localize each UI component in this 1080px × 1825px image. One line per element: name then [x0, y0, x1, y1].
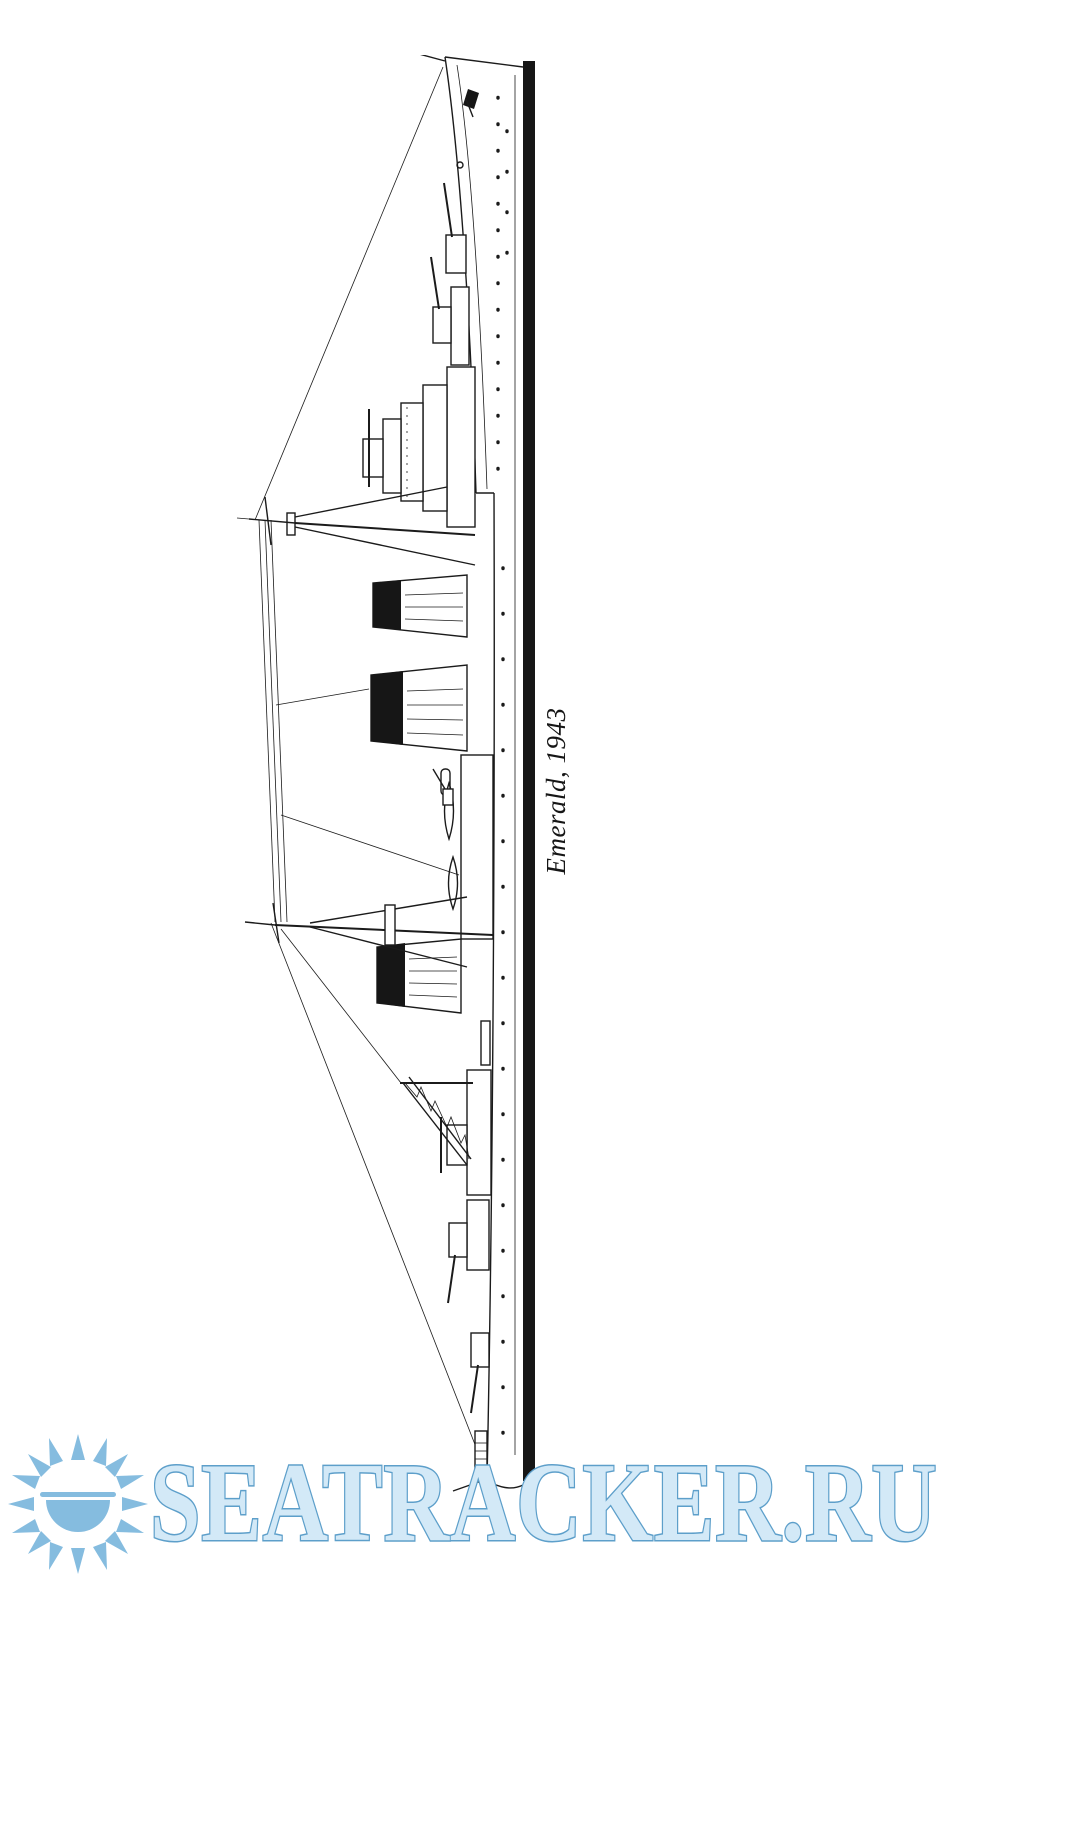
watermark: SEATRACKER.RU: [0, 1428, 1080, 1588]
ship-profile-drawing: [236, 55, 535, 1492]
sun-icon: [8, 1434, 148, 1574]
watermark-text: SEATRACKER.RU: [149, 1440, 938, 1567]
figure-caption: Emerald, 1943: [541, 707, 571, 875]
ship-profile-figure: [235, 55, 535, 1495]
